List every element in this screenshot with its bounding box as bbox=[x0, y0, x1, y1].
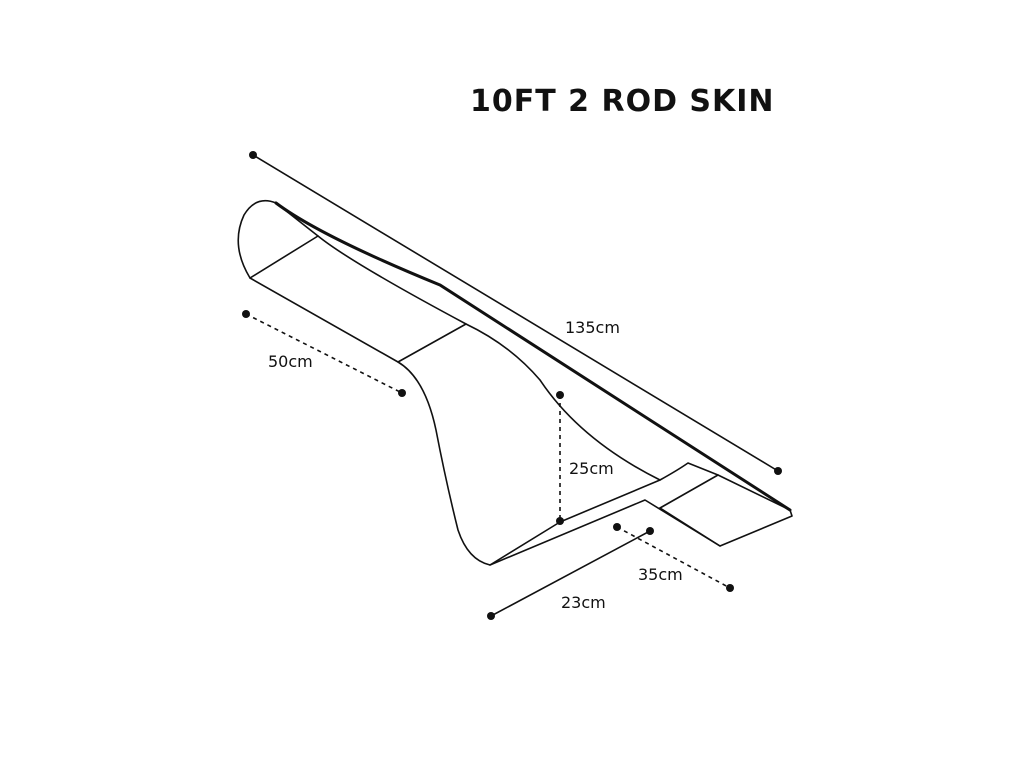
height-top-dot bbox=[556, 391, 564, 399]
tail-depth-label: 50cm bbox=[268, 352, 313, 371]
height-bottom-dot bbox=[556, 517, 564, 525]
skin-tip-rib bbox=[659, 507, 721, 547]
tail-depth-end-dot bbox=[398, 389, 406, 397]
tip-width-end-dot bbox=[726, 584, 734, 592]
height-label: 25cm bbox=[569, 459, 614, 478]
dimension-height: 25cm bbox=[556, 391, 614, 525]
skin-base-edge bbox=[559, 479, 661, 523]
tip-width-label: 35cm bbox=[638, 565, 683, 584]
base-width-start-dot bbox=[487, 612, 495, 620]
skin-tip-top bbox=[717, 474, 791, 511]
length-label: 135cm bbox=[565, 318, 620, 337]
tip-width-line bbox=[616, 526, 731, 589]
length-end-dot bbox=[774, 467, 782, 475]
base-width-line bbox=[490, 530, 651, 617]
dimension-length: 135cm bbox=[249, 151, 782, 475]
diagram-title: 10FT 2 ROD SKIN bbox=[470, 84, 775, 119]
skin-rib-1 bbox=[249, 235, 319, 279]
skin-rib-2 bbox=[397, 323, 467, 363]
tip-width-start-dot bbox=[613, 523, 621, 531]
base-width-label: 23cm bbox=[561, 593, 606, 612]
skin-top-edge bbox=[274, 201, 792, 512]
base-width-end-dot bbox=[646, 527, 654, 535]
dimension-base-width: 23cm bbox=[487, 527, 654, 620]
tail-depth-line bbox=[245, 313, 403, 394]
skin-inner-fold bbox=[275, 202, 719, 509]
length-start-dot bbox=[249, 151, 257, 159]
length-line bbox=[252, 154, 779, 472]
skin-body-outline bbox=[237, 199, 793, 566]
tail-depth-start-dot bbox=[242, 310, 250, 318]
dimension-tail-depth: 50cm bbox=[242, 310, 406, 397]
dimension-tip-width: 35cm bbox=[613, 523, 734, 592]
rod-skin-outline bbox=[237, 199, 793, 566]
skin-rib-3 bbox=[489, 521, 561, 566]
